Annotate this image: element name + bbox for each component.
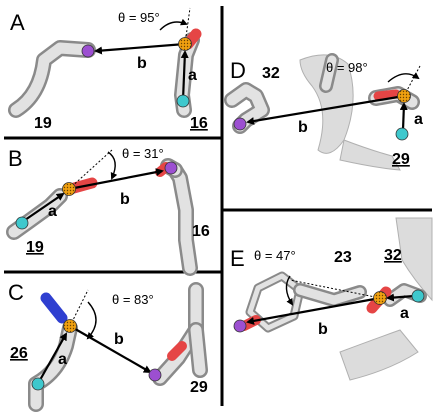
- angle-arc: [387, 72, 420, 83]
- ribbon-sheet: [299, 54, 354, 154]
- backbone-tube-down-highlight: [190, 324, 206, 376]
- nitrogen-bond: [40, 292, 68, 324]
- atom-c-alpha: [233, 319, 247, 333]
- vector-b-label: b: [120, 191, 130, 208]
- vector-a-label: a: [188, 67, 197, 84]
- atom-carbonyl-c: [62, 182, 76, 196]
- oxygen-bond: [373, 89, 401, 101]
- atom-n: [176, 94, 190, 108]
- panel-c: C θ = 83° b a 26 29: [8, 280, 208, 412]
- atom-carbonyl-c: [178, 37, 192, 51]
- atom-n: [31, 377, 45, 391]
- reference-dashed-line: [68, 149, 113, 190]
- residue-label-right: 16: [192, 223, 210, 240]
- angle-arc: [159, 18, 188, 31]
- atom-c-alpha: [164, 161, 178, 175]
- angle-arc: [285, 275, 294, 306]
- residue-label-left: 32: [262, 65, 280, 82]
- vector-b-label: b: [114, 331, 124, 348]
- vector-b-arrow: [246, 296, 381, 325]
- theta-label: θ = 98°: [326, 60, 368, 75]
- vector-a-arrow: [386, 293, 415, 302]
- residue-label-right: 32: [384, 247, 402, 264]
- panel-label: E: [230, 246, 245, 271]
- residue-label-left: 26: [10, 345, 28, 362]
- residue-label-right: 29: [190, 379, 208, 396]
- panel-e: E θ = 47° 23 32 b a: [230, 217, 433, 381]
- vector-b-label: b: [137, 55, 147, 72]
- ribbon-sheet-right: [339, 139, 401, 171]
- vector-a-label: a: [414, 111, 423, 128]
- panel-label: C: [8, 280, 24, 305]
- residue-label-right: 29: [392, 151, 410, 168]
- vector-a-arrow: [180, 50, 189, 101]
- atom-c-alpha: [148, 368, 162, 382]
- angle-arc: [86, 301, 97, 340]
- benzyl-ring-highlight: [247, 273, 303, 331]
- vector-a-arrow: [39, 332, 67, 381]
- residue-label-left: 19: [34, 115, 52, 132]
- vector-a-label: a: [58, 351, 67, 368]
- ribbon-sheet: [339, 329, 419, 381]
- vector-b-arrow: [69, 325, 152, 373]
- atom-carbonyl-c: [397, 89, 411, 103]
- vector-b-label: b: [298, 119, 308, 136]
- residue-label-left: 19: [26, 239, 44, 256]
- side-chain-tube-highlight: [295, 285, 365, 305]
- atom-n: [395, 127, 409, 141]
- vector-b-arrow: [94, 42, 186, 55]
- backbone-tube-right-highlight: [154, 284, 202, 384]
- vector-a-arrow: [399, 102, 408, 131]
- vector-b-label: b: [318, 321, 328, 338]
- angle-arc: [107, 151, 118, 180]
- backbone-tube-top-highlight: [321, 55, 337, 91]
- atom-c-alpha: [233, 117, 247, 131]
- atom-carbonyl-c: [373, 291, 387, 305]
- theta-label: θ = 31°: [122, 146, 164, 161]
- theta-label: θ = 95°: [118, 10, 160, 25]
- vector-a-label: a: [48, 203, 57, 220]
- atom-n: [411, 289, 425, 303]
- vector-b-arrow: [68, 168, 164, 191]
- panel-a: A θ = 95° b a 19 16: [8, 7, 208, 132]
- vector-a-arrow: [24, 192, 65, 221]
- panel-b: B θ = 31° b a 19 16: [6, 146, 210, 276]
- atom-c-alpha: [81, 44, 95, 58]
- theta-label: θ = 83°: [112, 292, 154, 307]
- atom-carbonyl-c: [63, 319, 77, 333]
- theta-label: θ = 47°: [254, 248, 296, 263]
- atom-n: [15, 216, 29, 230]
- residue-label-right: 16: [190, 115, 208, 132]
- reference-dashed-line: [289, 279, 381, 299]
- vector-b-arrow: [246, 94, 405, 125]
- panel-label: D: [230, 58, 246, 83]
- panel-label: A: [10, 10, 25, 35]
- residue-label-left: 23: [334, 249, 352, 266]
- ribbon-sheet-corner: [395, 217, 433, 302]
- backbone-tube-left-highlight: [10, 42, 94, 116]
- oxygen-bond: [167, 341, 187, 361]
- panel-label: B: [8, 146, 23, 171]
- panel-d: D 32 θ = 98° b a 29: [224, 53, 423, 171]
- reference-dashed-line: [69, 289, 89, 327]
- vector-a-label: a: [400, 305, 409, 322]
